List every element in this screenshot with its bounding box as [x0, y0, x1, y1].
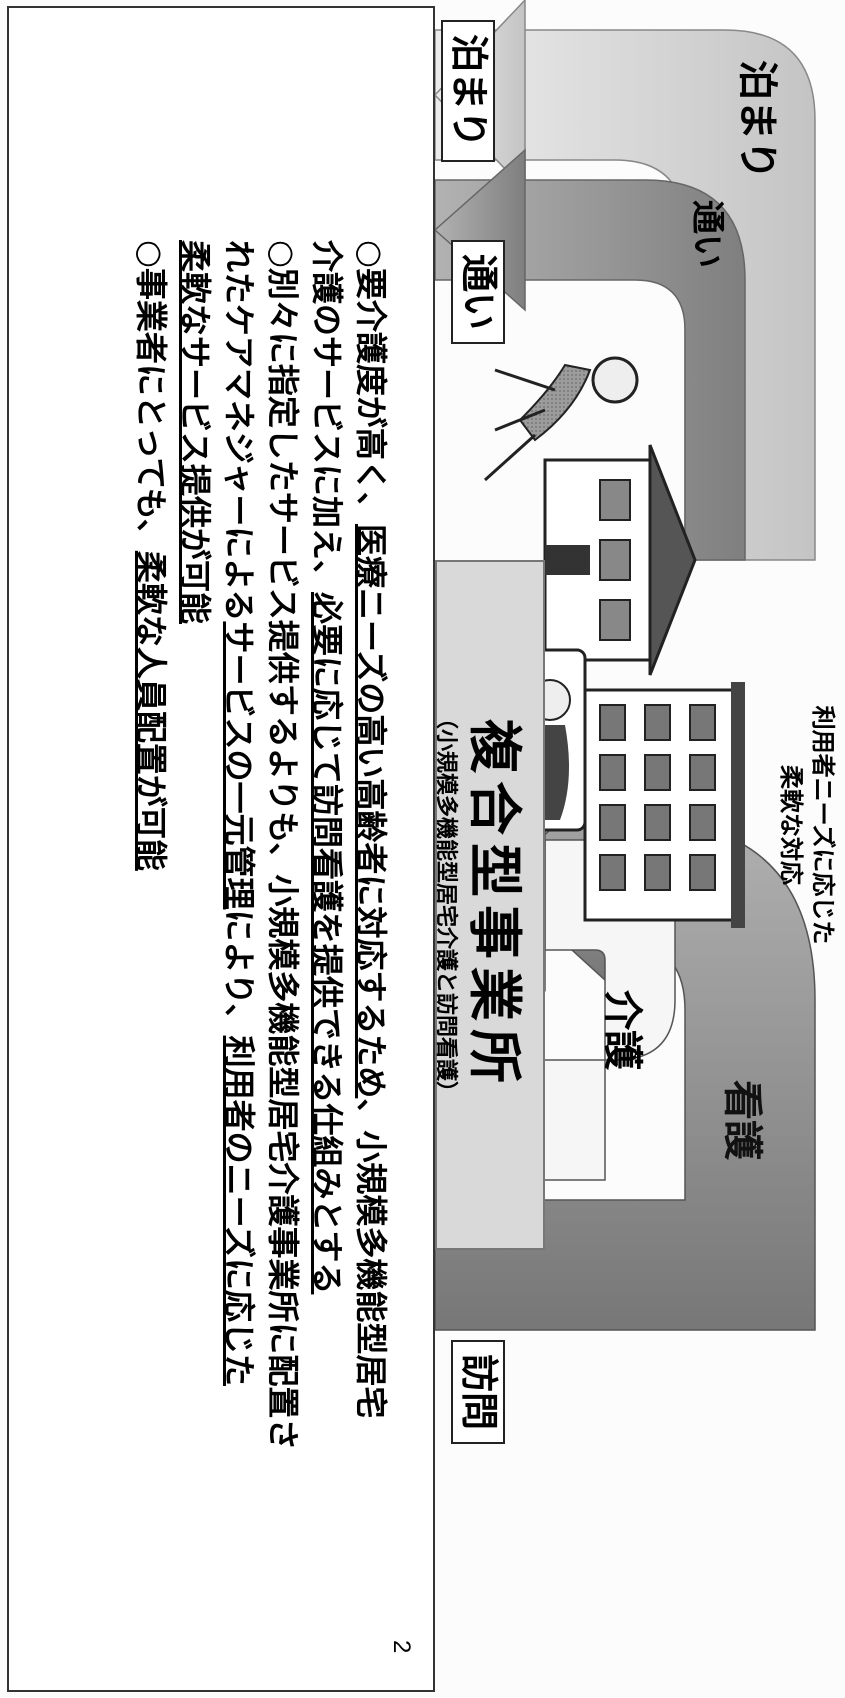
bullet-segment: 柔軟なサービス提供が可能 — [176, 240, 214, 625]
bullet-segment: 柔軟な人員配置が可能 — [132, 550, 170, 871]
bullet-segment: ○別々に指定したサービス提供するよりも、小規模多機能型居宅介護事業所に配置さ — [264, 240, 302, 1451]
bullet-segment: 利用者のニーズに応じた — [220, 1035, 258, 1386]
bullet-segment: れたケアマネジャーによる — [220, 240, 258, 622]
flexible-response-caption: 利用者ニーズに応じた 柔軟な対応 — [774, 700, 839, 950]
bullet-line: れたケアマネジャーによるサービスの一元管理により、利用者のニーズに応じた — [217, 240, 261, 1386]
elderly-walker-illustration — [483, 356, 639, 482]
combined-facility-box: 複合型事業所 （小規模多機能型居宅介護と訪問看護） — [433, 560, 545, 1250]
facility-title: 複合型事業所 — [463, 719, 527, 1091]
nursing-arrow-label: 看護 — [719, 1080, 765, 1160]
bullet-segment: 医療ニーズの高い高齢者に対応するため — [352, 523, 390, 1099]
building-illustration — [583, 682, 745, 928]
caption-line-1: 利用者ニーズに応じた — [809, 705, 837, 945]
bullet-line: 介護のサービスに加え、必要に応じて訪問看護を提供できる仕組みとする — [305, 240, 349, 1340]
bullet-segment: ○事業者にとっても、 — [132, 240, 170, 551]
bullet-segment: により、 — [220, 909, 258, 1036]
bullet-line: ○別々に指定したサービス提供するよりも、小規模多機能型居宅介護事業所に配置さ — [261, 240, 305, 1450]
bullet-line: 柔軟なサービス提供が可能 — [173, 240, 217, 1340]
bullet-line: ○要介護度が高く、医療ニーズの高い高齢者に対応するため、小規模多機能型居宅 — [349, 240, 393, 1418]
bullet-segment: サービスの一元管理 — [220, 621, 258, 910]
caption-line-2: 柔軟な対応 — [776, 765, 805, 885]
bullet-line: ○事業者にとっても、柔軟な人員配置が可能 — [129, 240, 173, 1340]
dayuse-place-label: 通い — [451, 240, 505, 345]
bullet-segment: 介護のサービスに加え、 — [308, 240, 346, 593]
care-arrow-label: 介護 — [599, 990, 645, 1070]
dayuse-arrow-label: 通い — [687, 200, 727, 268]
bullet-segment: 必要に応じて訪問看護を提供できる仕組みとする — [308, 592, 346, 1295]
bullet-segment: ○要介護度が高く、 — [352, 240, 390, 524]
facility-subtitle: （小規模多機能型居宅介護と訪問看護） — [433, 706, 458, 1103]
overnight-arrow-label: 泊まり — [734, 60, 780, 180]
bullet-segment: 、小規模多機能型居宅 — [352, 1098, 390, 1419]
page-number: 2 — [388, 1640, 415, 1654]
visit-place-label: 訪問 — [451, 1340, 505, 1445]
overnight-place-label: 泊まり — [441, 20, 495, 163]
bullet-list: ○要介護度が高く、医療ニーズの高い高齢者に対応するため、小規模多機能型居宅介護の… — [129, 240, 393, 1450]
house-illustration — [543, 444, 697, 676]
